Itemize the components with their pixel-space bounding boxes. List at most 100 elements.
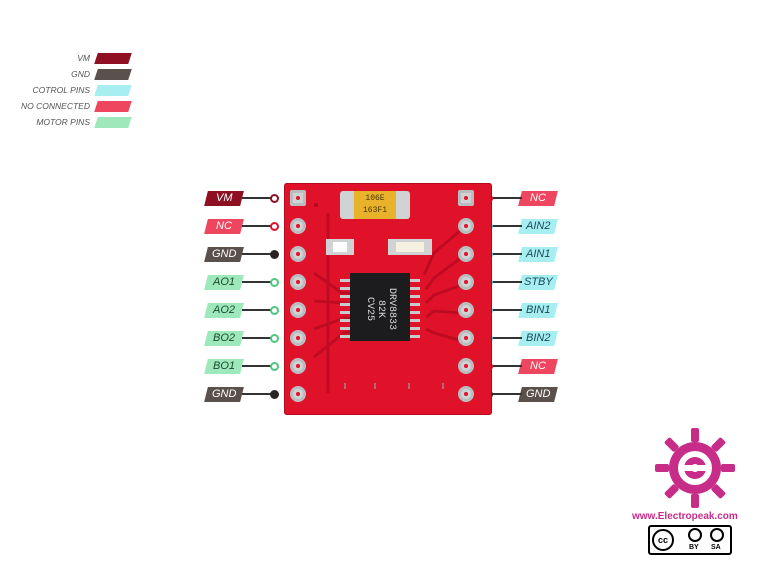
pin-label-ao2: AO2: [204, 303, 244, 318]
legend-label: MOTOR PINS: [36, 117, 90, 127]
pin-lead: [492, 365, 522, 367]
pin-label-text: AO1: [212, 276, 235, 288]
capacitor-marking-2: 163F1: [362, 206, 387, 215]
pin-label-gnd: GND: [204, 247, 244, 262]
drv8833-board: 106E 163F1 DRV8833 82K CV25: [284, 183, 492, 415]
legend-label: NO CONNECTED: [21, 101, 90, 111]
capacitor-marking-1: 106E: [365, 194, 385, 203]
pin-label-ain2: AIN2: [518, 219, 558, 234]
pin-label-text: GND: [211, 388, 237, 400]
header-pad: [458, 358, 474, 374]
pin-label-bin1: BIN1: [518, 303, 558, 318]
pin-label-text: BIN1: [525, 304, 551, 316]
pin-dot: [270, 362, 279, 371]
pin-dot: [270, 334, 279, 343]
pin-label-bin2: BIN2: [518, 331, 558, 346]
legend-label: VM: [77, 53, 90, 63]
pin-label-text: NC: [216, 220, 232, 232]
pin-lead: [242, 253, 272, 255]
pin-label-text: STBY: [523, 276, 553, 288]
pin-label-gnd: GND: [518, 387, 558, 402]
legend-swatch: [94, 85, 132, 96]
header-pad: [458, 386, 474, 402]
header-pad: [458, 218, 474, 234]
license-by: BY: [689, 544, 699, 551]
pin-lead: [492, 393, 522, 395]
pin-lead: [242, 393, 272, 395]
pin-label-bo2: BO2: [204, 331, 244, 346]
license-sa: SA: [711, 544, 721, 551]
attribution-icon: [688, 528, 702, 542]
pin-lead: [492, 337, 522, 339]
pin-dot: [270, 278, 279, 287]
header-pad: [290, 246, 306, 262]
pin-label-nc: NC: [204, 219, 244, 234]
header-pad: [290, 218, 306, 234]
pin-dot: [270, 306, 279, 315]
pin-dot: [270, 250, 279, 259]
header-pad: [458, 274, 474, 290]
chip-batch: CV25: [364, 296, 375, 321]
pin-label-text: GND: [211, 248, 237, 260]
header-pad: [290, 190, 306, 206]
smd-resistor: [388, 239, 432, 255]
legend-swatch: [94, 53, 132, 64]
pin-lead: [492, 309, 522, 311]
pin-lead: [242, 281, 272, 283]
pin-lead: [492, 253, 522, 255]
pin-label-text: BIN2: [525, 332, 551, 344]
chip-model: DRV8833: [386, 287, 397, 330]
pin-label-text: GND: [525, 388, 551, 400]
share-alike-icon: [710, 528, 724, 542]
website-url: www.Electropeak.com: [632, 511, 738, 522]
pin-dot: [270, 194, 279, 203]
chip-code: 82K: [375, 299, 386, 318]
chip-leads: [340, 273, 444, 389]
legend-item: COTROL PINS: [0, 83, 140, 97]
pin-label-text: BO1: [212, 360, 235, 372]
header-pad: [458, 246, 474, 262]
pin-label-nc: NC: [518, 191, 558, 206]
pin-label-nc: NC: [518, 359, 558, 374]
pin-label-stby: STBY: [518, 275, 558, 290]
pin-label-ao1: AO1: [204, 275, 244, 290]
pin-label-text: NC: [530, 360, 546, 372]
header-pad: [458, 330, 474, 346]
legend-item: VM: [0, 51, 140, 65]
legend-item: MOTOR PINS: [0, 115, 140, 129]
legend-item: GND: [0, 67, 140, 81]
legend-swatch: [94, 117, 132, 128]
pin-dot: [270, 222, 279, 231]
pin-lead: [492, 225, 522, 227]
pin-label-text: NC: [530, 192, 546, 204]
pin-label-text: BO2: [212, 332, 235, 344]
header-pad: [458, 302, 474, 318]
pin-label-text: AIN2: [525, 220, 551, 232]
pin-lead: [242, 197, 272, 199]
electropeak-logo: [655, 428, 735, 508]
pin-label-gnd: GND: [204, 387, 244, 402]
header-pad: [290, 358, 306, 374]
header-pad: [290, 302, 306, 318]
pin-label-vm: VM: [204, 191, 244, 206]
pin-lead: [242, 309, 272, 311]
pin-dot: [270, 390, 279, 399]
pin-label-text: AIN1: [525, 248, 551, 260]
header-pad: [290, 386, 306, 402]
legend-label: GND: [71, 69, 90, 79]
header-pad: [290, 274, 306, 290]
smd-resistor: [326, 239, 354, 255]
pin-label-ain1: AIN1: [518, 247, 558, 262]
header-pad: [290, 330, 306, 346]
legend-label: COTROL PINS: [32, 85, 90, 95]
legend-swatch: [94, 69, 132, 80]
cc-license-badge: cc BY SA: [648, 525, 732, 555]
legend-swatch: [94, 101, 132, 112]
pin-lead: [242, 225, 272, 227]
cc-icon: cc: [652, 529, 674, 551]
pin-lead: [242, 337, 272, 339]
pin-lead: [492, 281, 522, 283]
pin-lead: [242, 365, 272, 367]
pin-label-bo1: BO1: [204, 359, 244, 374]
tantalum-capacitor: 106E 163F1: [340, 191, 410, 219]
